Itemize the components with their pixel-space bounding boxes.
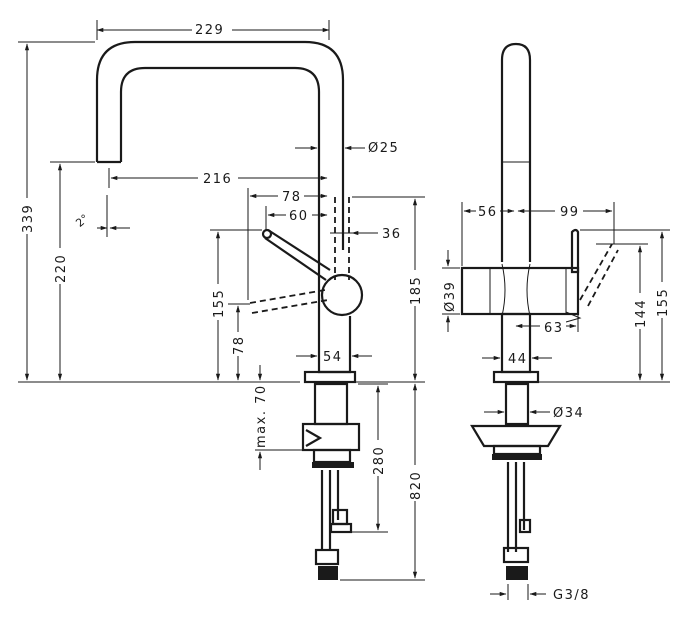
side-body (460, 266, 580, 316)
dim-229: 229 (195, 23, 224, 38)
dim-thread-g38: G3/8 (553, 588, 590, 603)
dim-216: 216 (203, 172, 232, 187)
handle-knob (320, 273, 364, 317)
dim-36: 36 (382, 227, 402, 242)
dim-339: 339 (21, 204, 36, 233)
side-handle (570, 228, 580, 274)
spout-inner (119, 66, 321, 250)
dim-60: 60 (289, 209, 309, 224)
dim-820: 820 (409, 471, 424, 500)
front-dimensions: 229 Ø25 216 78 60 2° 36 339 (18, 20, 425, 581)
side-spout (500, 42, 532, 262)
dim-155-left: 155 (212, 289, 227, 318)
dim-max-70: max. 70 (254, 384, 269, 448)
dim-280: 280 (372, 446, 387, 475)
dim-side-155: 155 (656, 288, 671, 317)
dim-side-44: 44 (508, 352, 528, 367)
dim-side-56: 56 (478, 205, 498, 220)
dim-54: 54 (323, 350, 343, 365)
handle-lever (264, 229, 331, 281)
faucet-base (303, 370, 357, 384)
dim-78-handle: 78 (282, 190, 302, 205)
dim-220: 220 (54, 254, 69, 283)
side-view (460, 42, 619, 580)
dim-78-low: 78 (232, 335, 247, 355)
front-view (95, 40, 364, 580)
spout-outer (95, 40, 345, 250)
dim-side-144: 144 (634, 299, 649, 328)
side-dimensions: 56 99 Ø39 63 144 155 44 Ø (442, 202, 671, 603)
dim-side-99: 99 (560, 205, 580, 220)
dim-side-dia-39: Ø39 (443, 281, 458, 312)
dim-angle-2: 2° (73, 212, 91, 230)
dim-side-dia-34: Ø34 (553, 406, 584, 421)
dim-side-63: 63 (544, 321, 564, 336)
dim-dia-25: Ø25 (368, 141, 399, 156)
side-base (492, 370, 540, 384)
dim-185: 185 (409, 276, 424, 305)
